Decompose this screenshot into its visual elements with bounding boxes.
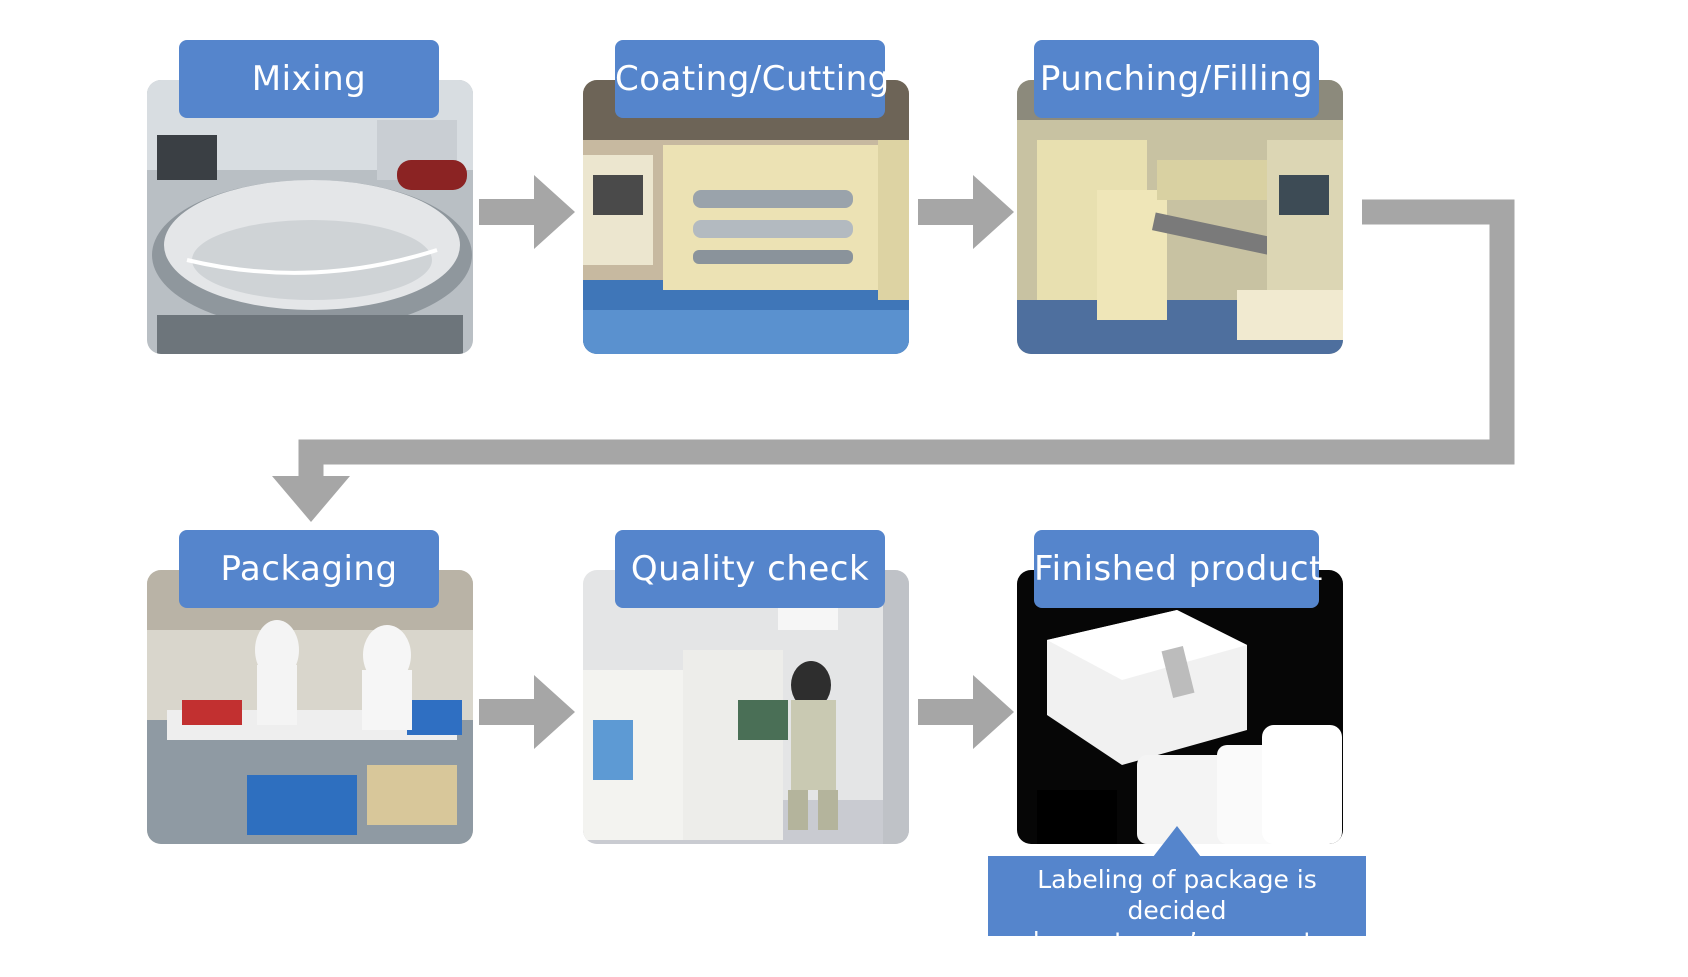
- arrow-right-icon: [918, 175, 1014, 249]
- step-quality-check: Quality check: [583, 530, 909, 846]
- packaging-room-photo: [147, 570, 473, 844]
- lab-analyzer-photo: [583, 570, 909, 844]
- coating-machine-photo: [583, 80, 909, 354]
- step-label-packaging: Packaging: [179, 530, 439, 608]
- step-label-mixing: Mixing: [179, 40, 439, 118]
- step-mixing: Mixing: [147, 40, 473, 356]
- arrow-right-icon: [479, 175, 575, 249]
- labeling-note-line2: by customer’s request.: [1032, 927, 1322, 956]
- step-coating-cutting: Coating/Cutting: [583, 40, 909, 356]
- step-packaging: Packaging: [147, 530, 473, 846]
- boxed-product-photo: [1017, 570, 1343, 844]
- step-finished-product: Finished product: [1017, 530, 1343, 846]
- labeling-note-line1: Labeling of package is decided: [1037, 865, 1317, 925]
- arrow-right-icon: [479, 675, 575, 749]
- step-punching-filling: Punching/Filling: [1017, 40, 1343, 356]
- mixing-vessel-photo: [147, 80, 473, 354]
- step-label-coating-cutting: Coating/Cutting: [615, 40, 889, 118]
- step-label-quality-check: Quality check: [615, 530, 885, 608]
- labeling-note: Labeling of package is decided by custom…: [988, 856, 1366, 956]
- step-label-punching-filling: Punching/Filling: [1034, 40, 1319, 118]
- step-label-finished-product: Finished product: [1034, 530, 1322, 608]
- note-pointer: [1153, 826, 1201, 857]
- arrow-right-icon: [918, 675, 1014, 749]
- punching-line-photo: [1017, 80, 1343, 354]
